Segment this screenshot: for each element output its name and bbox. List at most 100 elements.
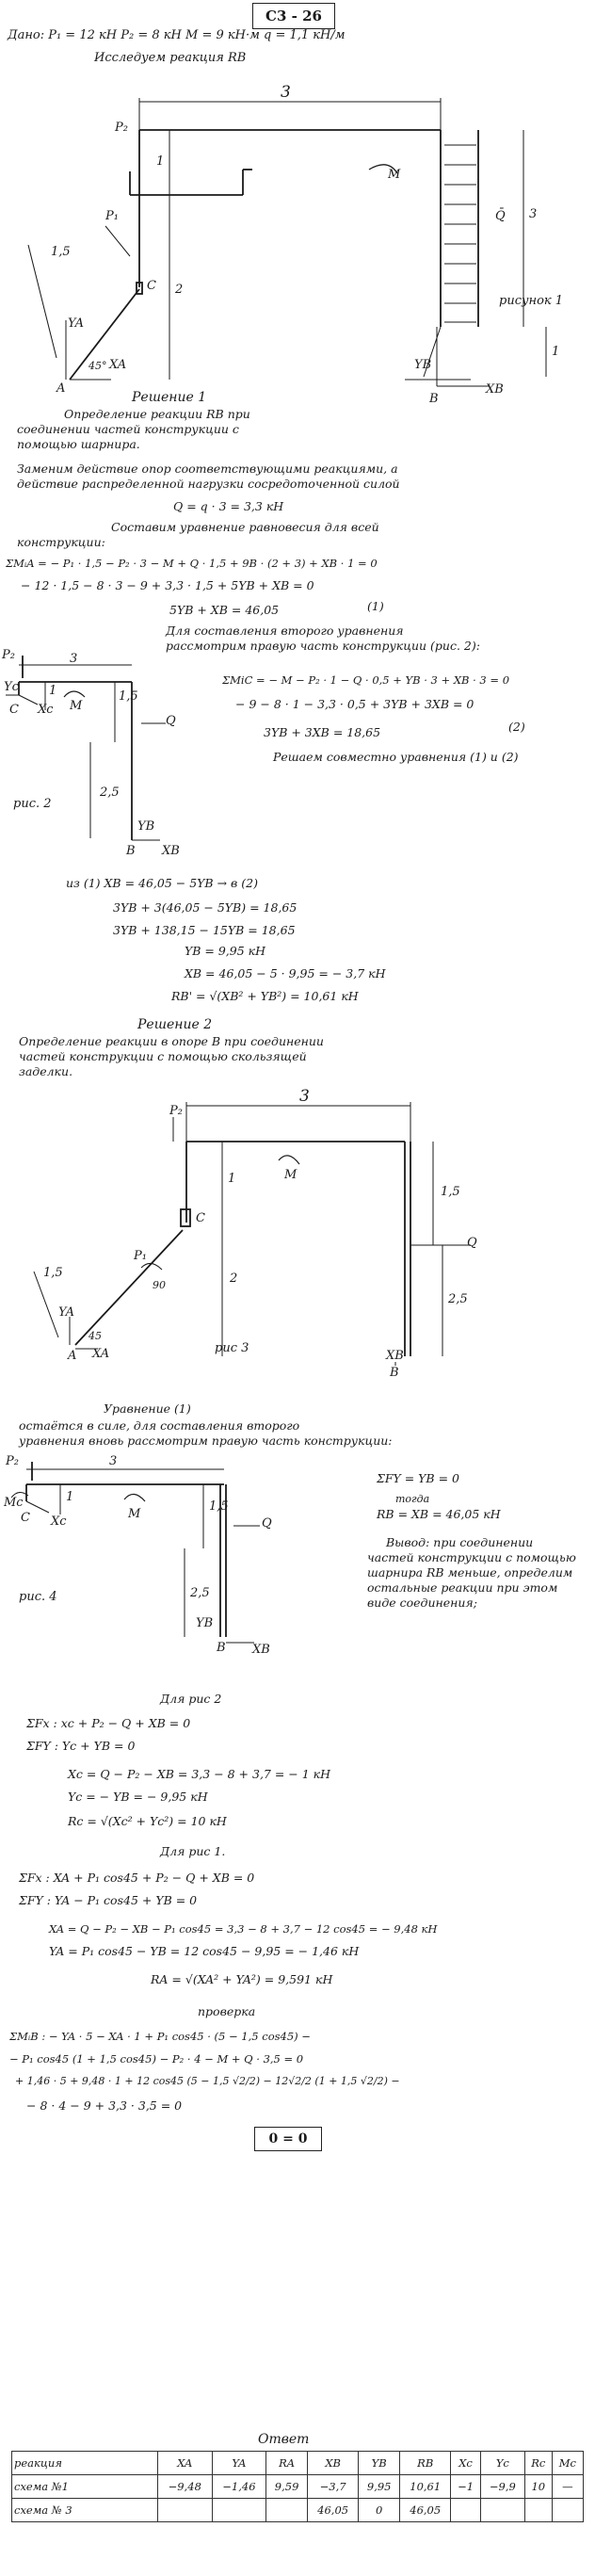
fig4-label-P2: P₂ <box>6 1454 19 1468</box>
fig4-label-Mc: Mc <box>4 1496 24 1510</box>
table-cell: 9,95 <box>358 2474 401 2499</box>
fig2-label-Yc: Yc <box>4 680 19 694</box>
fig1-label-d3v: 3 <box>529 207 538 221</box>
fig3-label-Q: Q <box>467 1236 477 1250</box>
figure-2-drawing <box>6 656 166 841</box>
fig4-label-d1: 1 <box>66 1490 74 1504</box>
solution1-line: конструкции: <box>17 535 105 549</box>
solution1-line: (1) <box>367 599 384 613</box>
fig3-label-d25: 2,5 <box>448 1292 468 1306</box>
fig1-label-C: C <box>147 279 156 293</box>
fig3-label-XA: XA <box>92 1347 110 1361</box>
calc1-line: YB = 9,95 кН <box>185 944 266 958</box>
find-line: Исследуем реакция RB <box>94 51 247 65</box>
table-cell: — <box>551 2474 585 2499</box>
fig4-eq: остальные реакции при этом <box>367 1580 558 1595</box>
rig1-line: + 1,46 · 5 + 9,48 · 1 + 12 cos45 (5 − 1,… <box>15 2075 400 2087</box>
fig2-label-d25: 2,5 <box>100 786 120 800</box>
answer-col-header: RB <box>399 2451 452 2475</box>
solution1-line: 3YB + 3XB = 18,65 <box>264 725 381 739</box>
fig1-label-n1: 1 <box>552 345 560 359</box>
fig3-label-d1: 1 <box>228 1172 236 1186</box>
fig2-label-B: B <box>126 844 136 858</box>
fig3-label-P2: P₂ <box>169 1104 183 1118</box>
fig2-label-XB: XB <box>162 844 180 858</box>
rig1-line: RA = √(XA² + YA²) = 9,591 кН <box>151 1972 333 1986</box>
fig4-label-M: M <box>128 1507 141 1521</box>
fig3-caption: рис 3 <box>215 1341 249 1355</box>
answer-table: реакция XA YA RA XB YB RB Xc Yc Rc Mc сх… <box>11 2451 585 2522</box>
table-cell: 9,59 <box>265 2474 308 2499</box>
answer-col-header: Xc <box>450 2451 481 2475</box>
solution1-line: рассмотрим правую часть конструкции (рис… <box>166 639 480 653</box>
solution1-line: ΣMᵢA = − P₁ · 1,5 − P₂ · 3 − M + Q · 1,5… <box>6 557 378 570</box>
table-cell: 46,05 <box>306 2498 360 2522</box>
table-cell: −9,48 <box>157 2474 213 2499</box>
rig1-line: ΣFx : XA + P₁ cos45 + P₂ − Q + XB = 0 <box>19 1871 255 1885</box>
fig1-label-d15: 1,5 <box>51 245 71 259</box>
fig4-label-YB: YB <box>196 1616 214 1630</box>
text3-line: остаётся в силе, для составления второго <box>19 1418 300 1433</box>
solution1-line: Q = q · 3 = 3,3 кН <box>173 499 284 513</box>
table-cell: 46,05 <box>399 2498 452 2522</box>
given-line: Дано: P₁ = 12 кН P₂ = 8 кН M = 9 кН·м q … <box>8 28 346 42</box>
table-cell <box>450 2498 481 2522</box>
table-cell: схема №1 <box>11 2474 158 2499</box>
fig3-label-P1: P₁ <box>134 1249 147 1263</box>
solution2-line: частей конструкции с помощью скользящей <box>19 1049 307 1063</box>
fig1-label-P1: P₁ <box>105 209 119 223</box>
solution1-line: Решаем совместно уравнения (1) и (2) <box>273 750 519 764</box>
figure-1: P₂ 3 1 M Q̄ 3 P₁ C 2 1,5 YA 45° XA A рис… <box>0 75 595 406</box>
solution1-line: Составим уравнение равновесия для всей <box>111 520 379 534</box>
fig3-label-XB: XB <box>386 1349 404 1363</box>
table-cell <box>551 2498 585 2522</box>
fig4-eq: шарнира RB меньше, определим <box>367 1565 573 1580</box>
answer-col-header: YB <box>358 2451 401 2475</box>
fig4-label-C: C <box>21 1511 30 1525</box>
fig2-label-P2: P₂ <box>2 648 15 662</box>
rig1-line: Для рис 1. <box>160 1844 226 1858</box>
answer-col-header: Rc <box>523 2451 553 2475</box>
fig1-label-d3: 3 <box>281 83 291 102</box>
fig2-label-d3: 3 <box>70 652 78 666</box>
rig2-line: ΣFx : xc + P₂ − Q + XB = 0 <box>26 1716 191 1730</box>
rig2-line: ΣFY : Yc + YB = 0 <box>26 1739 136 1753</box>
calc1-line: 3YB + 138,15 − 15YB = 18,65 <box>113 923 296 937</box>
table-cell: схема № 3 <box>11 2498 158 2522</box>
fig1-label-XB: XB <box>486 382 504 397</box>
fig3-label-d15b: 1,5 <box>43 1266 63 1280</box>
fig2-label-Q: Q <box>166 714 176 728</box>
solution2-heading: Решение 2 <box>137 1017 213 1032</box>
fig1-label-A: A <box>56 381 66 396</box>
rig1-line: − P₁ cos45 (1 + 1,5 cos45) − P₂ · 4 − M … <box>9 2052 304 2066</box>
solution1-line: помощью шарнира. <box>17 437 140 451</box>
fig4-label-d15: 1,5 <box>209 1499 229 1514</box>
fig4-label-d3: 3 <box>109 1454 118 1468</box>
table-cell <box>211 2498 267 2522</box>
fig4-label-Q: Q <box>262 1516 272 1531</box>
table-cell: −3,7 <box>306 2474 360 2499</box>
fig4-eq: тогда <box>395 1493 430 1505</box>
table-cell <box>479 2498 525 2522</box>
fig2-label-C: C <box>9 703 19 717</box>
solution1-line: − 12 · 1,5 − 8 · 3 − 9 + 3,3 · 1,5 + 5YB… <box>21 578 314 592</box>
rig2-line: Для рис 2 <box>160 1692 222 1706</box>
solution1-line: Для составления второго уравнения <box>166 624 404 638</box>
answer-col-header: Mc <box>551 2451 585 2475</box>
fig4-label-B: B <box>217 1641 226 1655</box>
fig3-label-B: B <box>390 1366 399 1380</box>
fig4-label-Xc: Xc <box>51 1515 67 1529</box>
text3-line: уравнения вновь рассмотрим правую часть … <box>19 1434 393 1448</box>
fig3-label-A: A <box>68 1349 77 1363</box>
fig3-label-a45: 45 <box>88 1330 102 1342</box>
answer-col-header: реакция <box>11 2451 158 2475</box>
variant-badge: С3 - 26 <box>252 3 335 29</box>
table-cell: −1,46 <box>211 2474 267 2499</box>
answer-col-header: Yc <box>479 2451 525 2475</box>
fig2-caption: рис. 2 <box>13 797 52 811</box>
table-row: схема №1 −9,48 −1,46 9,59 −3,7 9,95 10,6… <box>11 2474 585 2499</box>
fig4-eq: частей конструкции с помощью <box>367 1550 576 1564</box>
rig2-line: Xc = Q − P₂ − XB = 3,3 − 8 + 3,7 = − 1 к… <box>68 1767 331 1781</box>
rig1-line: ΣFY : YA − P₁ cos45 + YB = 0 <box>19 1893 198 1907</box>
fig1-label-XA: XA <box>109 358 127 372</box>
